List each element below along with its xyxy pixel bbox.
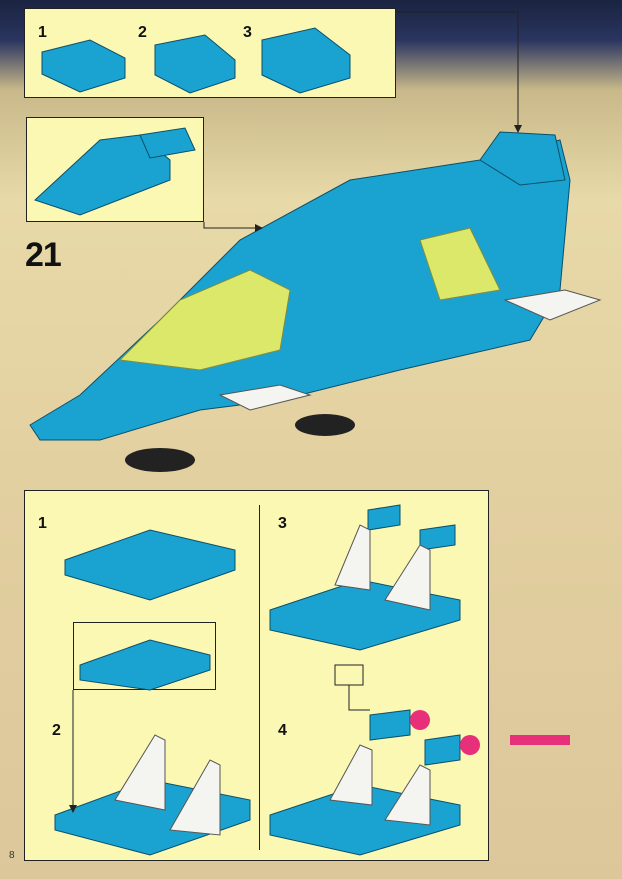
panel-divider [259,505,260,850]
bottom-substep-1-label: 1 [38,515,47,532]
pointer-arrow [203,222,255,229]
brick-small [367,504,401,531]
top-substep-1-label: 1 [38,24,47,41]
plate-step3 [269,579,461,651]
brick-small [424,734,461,766]
pointer-arrow [396,11,519,125]
fin [384,764,431,826]
plate-inset [79,639,211,691]
fin [169,759,221,836]
top-substep-2-label: 2 [138,24,147,41]
bottom-substep-3-label: 3 [278,515,287,532]
thruster [295,414,355,436]
dish [410,710,430,730]
thruster [125,448,195,472]
plate-step1 [64,529,236,601]
slope-brick [34,134,171,216]
wing-plate [218,384,312,411]
plate-top [139,127,196,159]
brick-small [369,709,411,741]
bottom-substep-2-label: 2 [52,722,61,739]
fin [329,744,373,806]
bottom-substep-4-label: 4 [278,722,287,739]
canopy [118,269,291,371]
pointer-arrow [348,685,370,711]
brick-step3 [261,27,351,94]
fin [114,734,166,811]
step-number: 21 [25,236,62,274]
arrowhead [514,125,522,133]
dish [460,735,480,755]
top-substep-3-label: 3 [243,24,252,41]
brick-step1 [41,39,126,93]
spaceship-tower [479,131,566,186]
arrowhead [69,805,77,813]
page-number: 8 [9,850,15,861]
brick-step2 [154,34,236,94]
wing-plate [503,289,602,321]
computer-brick [334,664,364,686]
antenna [510,735,570,745]
brick-small [419,524,456,551]
window [419,227,501,301]
arrowhead [255,224,263,232]
fin [384,544,431,611]
fin [334,524,371,591]
